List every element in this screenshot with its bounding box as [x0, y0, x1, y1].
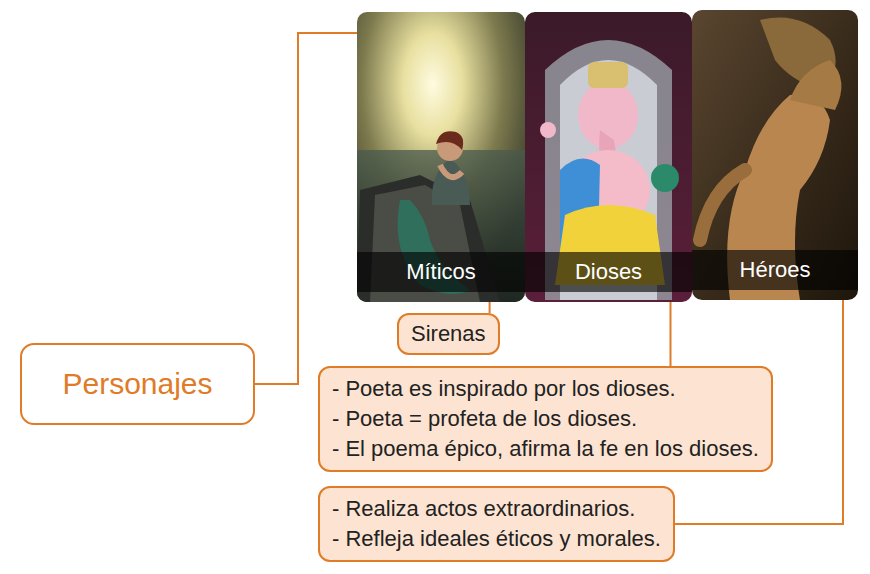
box-text: - Refleja ideales éticos y morales. [332, 524, 661, 554]
label-band: Héroes [692, 250, 858, 290]
card-label: Héroes [740, 257, 811, 283]
category-card: Míticos [357, 12, 525, 302]
root-label: Personajes [62, 367, 212, 401]
category-card: Dioses [525, 12, 692, 302]
connector-line [670, 302, 672, 366]
label-band: Dioses [525, 252, 692, 292]
card-label: Míticos [406, 259, 476, 285]
card-label: Dioses [575, 259, 642, 285]
connector-line [489, 302, 491, 313]
ganesha-picture [525, 12, 692, 302]
connector-line [255, 33, 357, 384]
box-text: - Poeta es inspirado por los dioses. [332, 374, 759, 404]
example-box: Sirenas [397, 313, 500, 355]
mermaid-picture [357, 12, 525, 302]
root-box: Personajes [20, 343, 255, 425]
category-card: Héroes [692, 10, 858, 300]
label-band: Míticos [357, 252, 525, 292]
box-text: Sirenas [411, 321, 486, 347]
description-box: - Poeta es inspirado por los dioses.- Po… [318, 366, 773, 472]
box-text: - Poeta = profeta de los dioses. [332, 404, 759, 434]
description-box: - Realiza actos extraordinarios.- Reflej… [318, 486, 675, 562]
box-text: - El poema épico, afirma la fe en los di… [332, 434, 759, 464]
hero-painting [692, 10, 858, 300]
box-text: - Realiza actos extraordinarios. [332, 494, 661, 524]
